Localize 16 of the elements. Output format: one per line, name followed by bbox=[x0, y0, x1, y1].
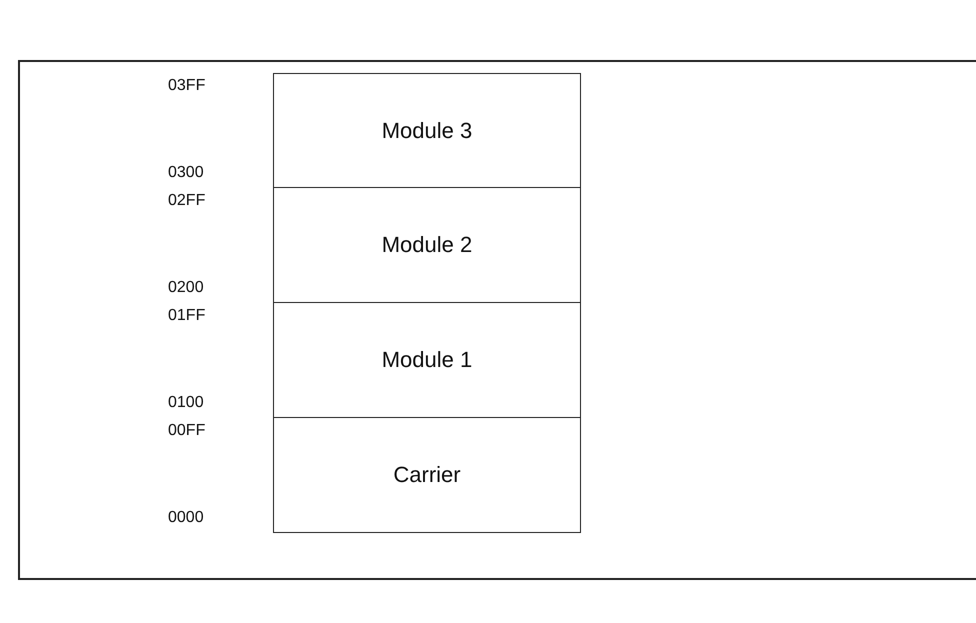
address-label: 0200 bbox=[168, 279, 204, 297]
block-label: Module 3 bbox=[382, 118, 472, 144]
address-label: 0300 bbox=[168, 164, 204, 182]
memory-block bbox=[273, 188, 581, 303]
block-label: Module 1 bbox=[382, 347, 472, 373]
address-label: 0100 bbox=[168, 394, 204, 412]
address-label: 0000 bbox=[168, 509, 204, 527]
address-label: 02FF bbox=[168, 192, 206, 210]
address-label: 00FF bbox=[168, 422, 206, 440]
block-label: Carrier bbox=[393, 462, 461, 488]
address-label: 01FF bbox=[168, 307, 206, 325]
memory-block bbox=[273, 303, 581, 418]
memory-block bbox=[273, 418, 581, 533]
memory-block bbox=[273, 73, 581, 188]
address-label: 03FF bbox=[168, 77, 206, 95]
block-label: Module 2 bbox=[382, 232, 472, 258]
